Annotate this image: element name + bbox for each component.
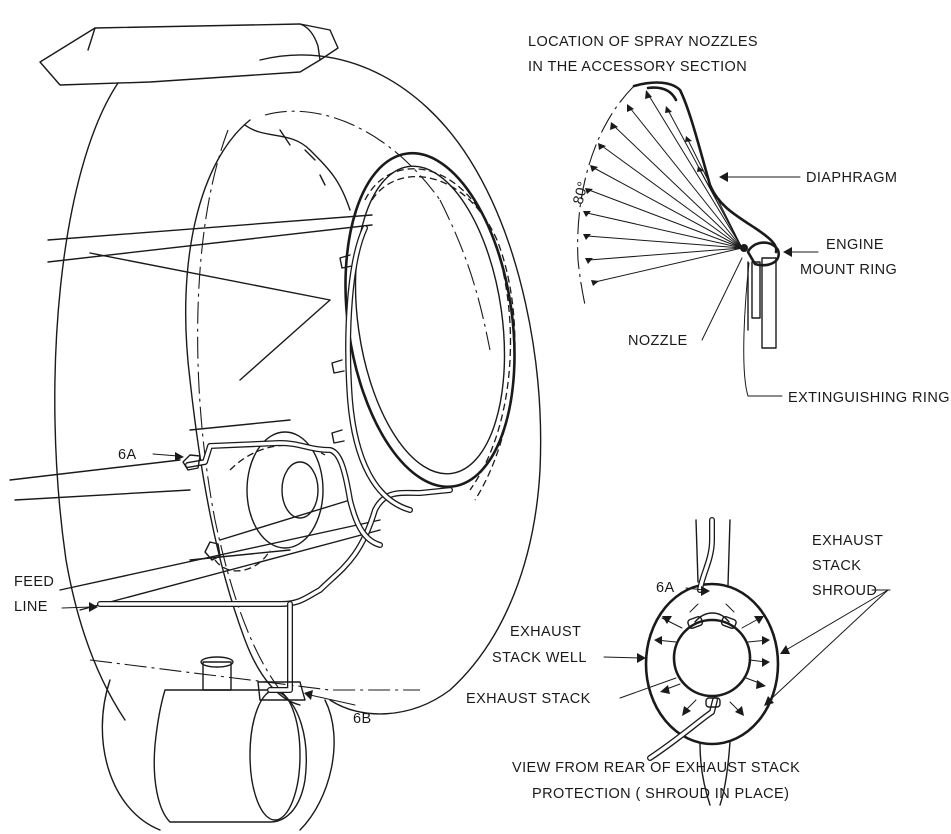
engine-nacelle-drawing [9, 23, 542, 831]
engine-mount-label-1: ENGINE [826, 237, 884, 253]
shroud-leaders [764, 589, 891, 706]
feed-line-label-2: LINE [14, 599, 48, 615]
stack-well-label-1: EXHAUST [510, 624, 581, 640]
engine-mount-ring-leader [783, 247, 819, 257]
extinguisher-piping [97, 225, 453, 701]
ref-6a-main-leader [152, 452, 184, 461]
shroud-label-2: STACK [812, 558, 861, 574]
extinguishing-ring-label: EXTINGUISHING RING [788, 390, 950, 406]
exhaust-spray-arrows [654, 603, 770, 716]
ref-6b-label: 6B [353, 711, 372, 727]
spray-nozzle-detail [577, 81, 780, 349]
feed-line-leader [61, 602, 98, 612]
detail-caption-1: VIEW FROM REAR OF EXHAUST STACK [512, 760, 800, 776]
ref-6a-detail-label: 6A [656, 580, 675, 596]
shroud-label-1: EXHAUST [812, 533, 883, 549]
ref-6a-detail-leader [685, 586, 710, 596]
stack-well-label-2: STACK WELL [492, 650, 587, 666]
exhaust-stack-leader [619, 677, 677, 699]
shroud-label-3: SHROUD [812, 583, 877, 599]
ref-6b-leader [304, 690, 356, 706]
angle-label: 80° [571, 180, 592, 206]
spray-detail-title-2: IN THE ACCESSORY SECTION [528, 59, 747, 75]
nozzle-leader [701, 257, 743, 341]
feed-line-label-1: FEED [14, 574, 54, 590]
ref-6a-main-label: 6A [118, 447, 137, 463]
exhaust-stack-detail [644, 517, 780, 806]
extinguishing-ring-leader [743, 262, 783, 397]
exhaust-stack-label: EXHAUST STACK [466, 691, 591, 707]
nozzle-label: NOZZLE [628, 333, 688, 349]
engine-mount-label-2: MOUNT RING [800, 262, 897, 278]
stack-well-leader [603, 653, 646, 663]
diaphragm-leader [719, 172, 801, 182]
diaphragm-label: DIAPHRAGM [806, 170, 897, 186]
spray-detail-title-1: LOCATION OF SPRAY NOZZLES [528, 34, 758, 50]
spray-fan [583, 90, 743, 286]
detail-caption-2: PROTECTION ( SHROUD IN PLACE) [532, 786, 789, 802]
